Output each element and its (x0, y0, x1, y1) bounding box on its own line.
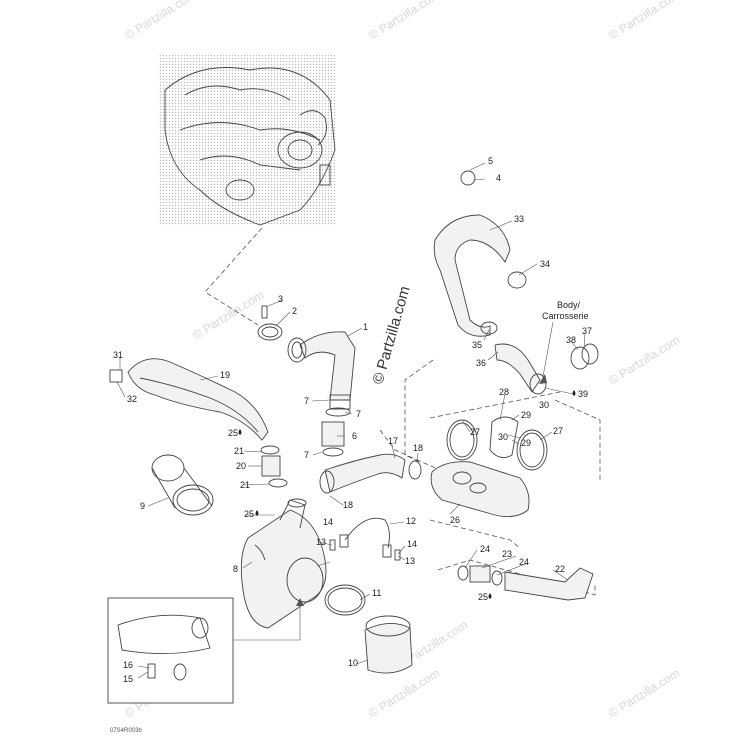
callout-29: 29 (521, 438, 531, 448)
callout-labels: 1 2 3 4 5 6 7 7 7 8 9 10 11 12 13 13 14 … (113, 156, 592, 684)
callout-20: 20 (236, 461, 246, 471)
callout-19: 19 (220, 370, 230, 380)
callout-32: 32 (127, 394, 137, 404)
engine-illustration (158, 55, 336, 226)
watermark-text: © Partzilla.com (190, 288, 266, 343)
callout-22: 22 (555, 564, 565, 574)
callout-27: 27 (470, 427, 480, 437)
callout-18b: 18 (343, 500, 353, 510)
callout-18: 18 (413, 443, 423, 453)
callout-29b: 29 (521, 410, 531, 420)
callout-14b: 14 (407, 539, 417, 549)
drop-icon (572, 390, 576, 396)
callout-7c: 7 (304, 450, 309, 460)
inset-detail (107, 597, 304, 704)
callout-24b: 24 (519, 557, 529, 567)
body-clamps (570, 343, 599, 370)
callout-37: 37 (582, 326, 592, 336)
callout-16: 16 (123, 660, 133, 670)
callout-26: 26 (450, 515, 460, 525)
watermark-text: © Partzilla.com (122, 0, 198, 43)
watermark-text: © Partzilla.com (606, 333, 682, 388)
drop-icon (238, 429, 242, 435)
callout-27b: 27 (553, 426, 563, 436)
callout-9: 9 (140, 501, 145, 511)
callout-25: 25 (228, 428, 238, 438)
callout-30b: 30 (498, 432, 508, 442)
callout-21b: 21 (240, 480, 250, 490)
callout-25b: 25 (244, 509, 254, 519)
drop-icon (488, 593, 492, 599)
center-watermark: © Partzilla.com (370, 284, 414, 386)
callout-6: 6 (352, 431, 357, 441)
callout-7b: 7 (356, 409, 361, 419)
callout-5: 5 (488, 156, 493, 166)
callout-13: 13 (316, 537, 326, 547)
callout-2: 2 (292, 306, 297, 316)
callout-31: 31 (113, 350, 123, 360)
drawing-code: 07S4R003b (110, 728, 142, 734)
callout-7: 7 (304, 396, 309, 406)
callout-36: 36 (476, 358, 486, 368)
watermark-text: © Partzilla.com (606, 666, 682, 721)
callout-34: 34 (540, 259, 550, 269)
body-label-line1: Body/ (557, 300, 581, 310)
rear-muffler (430, 461, 530, 518)
callout-4: 4 (496, 173, 501, 183)
leader-lines (116, 162, 586, 679)
callout-28: 28 (499, 387, 509, 397)
callout-35: 35 (472, 340, 482, 350)
mid-tube (319, 453, 422, 494)
callout-39: 39 (578, 389, 588, 399)
muffler-canister (240, 498, 327, 629)
heat-shield (109, 358, 269, 441)
callout-1: 1 (363, 322, 368, 332)
watermark-text: © Partzilla.com (606, 0, 682, 43)
watermark-text: © Partzilla.com (366, 0, 442, 43)
callout-24: 24 (480, 544, 490, 554)
end-cap-parts (324, 584, 413, 674)
brackets (329, 517, 401, 561)
coupler-clamp (257, 305, 283, 341)
callout-10: 10 (348, 658, 358, 668)
callout-12: 12 (406, 516, 416, 526)
drop-icon (255, 510, 259, 516)
callout-8: 8 (233, 564, 238, 574)
callout-11: 11 (372, 588, 381, 598)
callout-3: 3 (278, 294, 283, 304)
callout-23: 23 (502, 549, 512, 559)
callout-13b: 13 (405, 556, 415, 566)
tail-pipe-upper (433, 170, 547, 395)
callout-33: 33 (514, 214, 524, 224)
callout-21: 21 (234, 446, 244, 456)
sleeve-part (151, 454, 214, 516)
callout-17: 17 (388, 436, 398, 446)
adhesive-drop-icons (238, 390, 576, 599)
callout-38: 38 (566, 335, 576, 345)
watermark-text: © Partzilla.com (366, 666, 442, 721)
exhaust-pipe-upper (287, 331, 356, 410)
callout-14: 14 (323, 517, 333, 527)
callout-25c: 25 (478, 592, 488, 602)
stack-fittings (260, 407, 351, 488)
callout-15: 15 (123, 674, 133, 684)
callout-30: 30 (539, 400, 549, 410)
body-label-line2: Carrosserie (542, 311, 589, 321)
